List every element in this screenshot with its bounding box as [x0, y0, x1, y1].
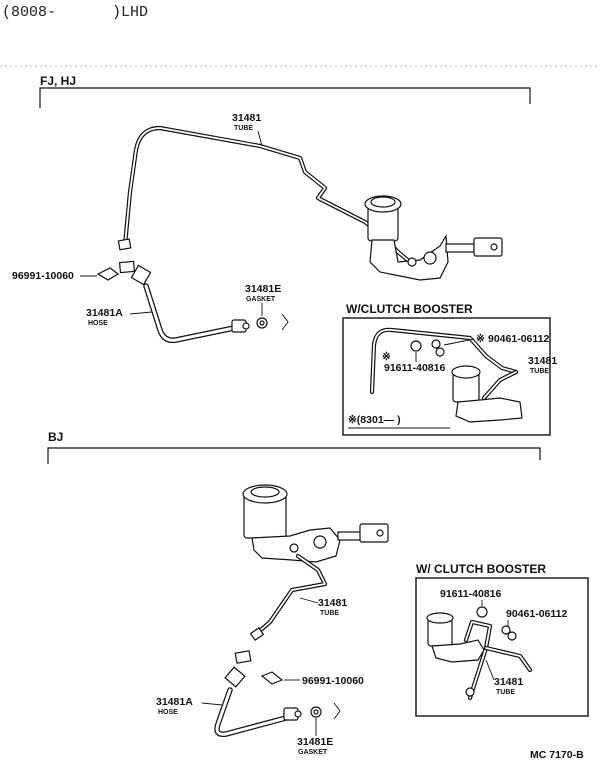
fj-gasket-sub: GASKET [246, 296, 276, 303]
box2-nut-pn: 90461-06112 [506, 608, 567, 620]
box1-washer-mark: ※ [382, 351, 391, 363]
fj-master-cylinder [364, 195, 503, 281]
box1-tube-sub: TUBE [530, 368, 549, 375]
footer-code: MC 7170-B [530, 749, 584, 761]
box2-washer-pn: 91611-40816 [440, 588, 501, 600]
box1-nut-mark: ※ [476, 333, 485, 345]
box1-tube-pn: 31481 [528, 355, 557, 367]
box2-tube [463, 619, 533, 701]
fj-gasket-pn: 31481E [245, 283, 281, 295]
box1-master-cylinder [451, 365, 523, 423]
booster-box-2 [415, 577, 589, 717]
bj-tube-sub: TUBE [320, 610, 339, 617]
bj-clip [234, 650, 284, 685]
section-fj-title: FJ, HJ [40, 74, 76, 88]
section-bj-bracket [47, 447, 541, 464]
fj-gasket [256, 313, 289, 331]
box1-nut-pn: 90461-06112 [488, 333, 549, 345]
bj-hose-pn: 31481A [156, 696, 193, 708]
header-spec: )LHD [112, 4, 148, 21]
box2-tube-pn: 31481 [494, 676, 523, 688]
section-bj-title: BJ [48, 430, 63, 444]
booster-box-1 [342, 317, 551, 436]
bj-gasket [310, 702, 341, 720]
bj-gasket-sub: GASKET [298, 749, 328, 756]
bj-gasket-pn: 31481E [297, 736, 333, 748]
fj-tube [117, 125, 413, 265]
bj-master-cylinder [242, 484, 389, 563]
fj-hose [130, 264, 250, 344]
booster-box-1-title: W/CLUTCH BOOSTER [346, 302, 473, 316]
box1-tube [369, 327, 519, 401]
bj-clip-pn: 96991-10060 [302, 675, 364, 687]
fj-hose-pn: 31481A [86, 307, 123, 319]
bj-hose [214, 666, 302, 738]
box2-master-cylinder [426, 612, 485, 663]
box1-washer-pn: 91611-40816 [384, 362, 445, 374]
bj-tube-pn: 31481 [318, 597, 347, 609]
box1-note: ※(8301— ) [348, 414, 401, 426]
box2-tube-sub: TUBE [496, 689, 515, 696]
booster-box-2-title: W/ CLUTCH BOOSTER [416, 562, 546, 576]
bj-hose-sub: HOSE [158, 709, 178, 716]
bj-tube [249, 553, 328, 641]
header-code: (8008- [2, 4, 56, 21]
box1-fittings [410, 339, 445, 357]
fj-hose-sub: HOSE [88, 320, 108, 327]
section-fj-bracket [39, 87, 531, 108]
fj-tube-pn: 31481 [232, 112, 261, 124]
fj-tube-sub: TUBE [234, 125, 253, 132]
fj-clip-pn: 96991-10060 [12, 270, 74, 282]
fj-clip [96, 260, 136, 281]
box2-fittings [476, 606, 517, 641]
